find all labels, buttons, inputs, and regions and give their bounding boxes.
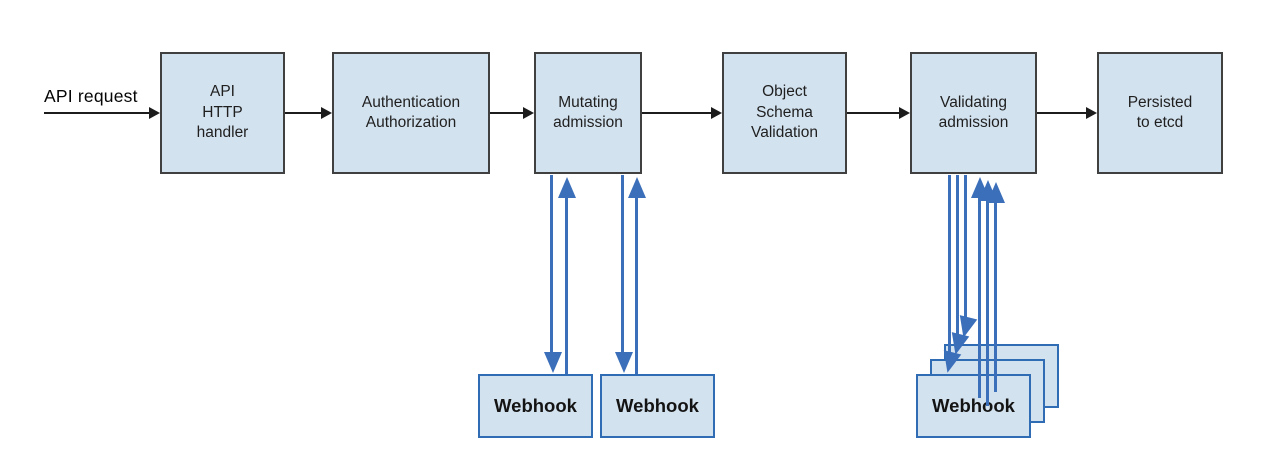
entry-arrowhead-icon (149, 107, 160, 119)
webhook-label: Webhook (932, 395, 1015, 416)
mutating-webhook2-down-arrowhead-icon (615, 352, 633, 373)
node-authentication-authorization: Authentication Authorization (332, 52, 490, 174)
mutating-webhook1-up-line (565, 197, 568, 374)
validating-down-line-2 (956, 175, 959, 336)
mutating-webhook2-up-line (635, 197, 638, 374)
flow-arrow-line-3 (642, 112, 712, 114)
mutating-webhook1-down-line (550, 175, 553, 352)
node-validating-admission: Validating admission (910, 52, 1037, 174)
validating-down-line-1 (948, 175, 951, 354)
flow-arrowhead-1-icon (321, 107, 332, 119)
webhook-box-mutating-2: Webhook (600, 374, 715, 438)
node-persisted-to-etcd: Persisted to etcd (1097, 52, 1223, 174)
validating-up-line-1 (978, 197, 981, 398)
flow-arrowhead-2-icon (523, 107, 534, 119)
validating-up-line-2 (986, 200, 989, 406)
flow-arrowhead-3-icon (711, 107, 722, 119)
validating-down-line-3 (964, 175, 967, 319)
flow-arrow-line-5 (1037, 112, 1087, 114)
flow-arrowhead-4-icon (899, 107, 910, 119)
api-request-label: API request (44, 86, 138, 106)
node-mutating-admission: Mutating admission (534, 52, 642, 174)
flow-arrow-line-1 (285, 112, 322, 114)
node-api-http-handler: API HTTP handler (160, 52, 285, 174)
mutating-webhook2-up-arrowhead-icon (628, 177, 646, 198)
webhook-label: Webhook (616, 395, 699, 416)
flow-arrow-line-2 (490, 112, 524, 114)
entry-arrow-line (44, 112, 150, 114)
mutating-webhook2-down-line (621, 175, 624, 352)
mutating-webhook1-up-arrowhead-icon (558, 177, 576, 198)
validating-up-line-3 (994, 202, 997, 392)
flow-arrowhead-5-icon (1086, 107, 1097, 119)
mutating-webhook1-down-arrowhead-icon (544, 352, 562, 373)
webhook-box-validating-front: Webhook (916, 374, 1031, 438)
webhook-label: Webhook (494, 395, 577, 416)
validating-up-arrowhead-3-icon (987, 182, 1005, 203)
flow-arrow-line-4 (847, 112, 900, 114)
node-object-schema-validation: Object Schema Validation (722, 52, 847, 174)
webhook-box-mutating-1: Webhook (478, 374, 593, 438)
